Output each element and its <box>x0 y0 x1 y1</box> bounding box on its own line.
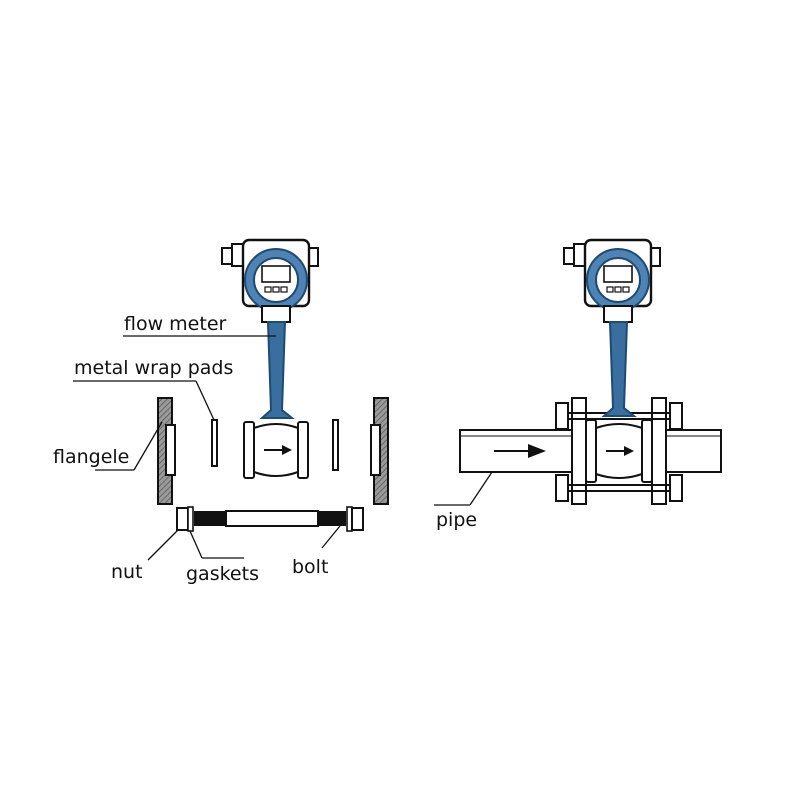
flow-meter-stem-right <box>601 321 637 417</box>
flow-meter-body-right <box>585 419 653 483</box>
bolt-assembly <box>176 506 364 532</box>
arrow-right-icon <box>606 446 634 456</box>
label-pipe: pipe <box>436 509 477 531</box>
arrow-right-icon <box>264 445 292 455</box>
flange-left <box>157 397 176 505</box>
flow-meter-stem-left <box>259 321 295 419</box>
label-bolt: bolt <box>292 556 328 578</box>
nut-right <box>351 507 364 531</box>
label-metal-wrap-pads: metal wrap pads <box>74 357 233 379</box>
installed-bolts <box>555 402 683 502</box>
leader-lines-left <box>73 335 341 561</box>
label-gaskets: gaskets <box>186 563 259 585</box>
bolt-thread-left <box>194 511 226 526</box>
label-nut: nut <box>111 561 143 583</box>
label-flangele: flangele <box>53 446 129 468</box>
exploded-view: flow meter metal wrap pads flangele nut … <box>53 238 389 585</box>
bolt-thread-right <box>318 511 346 526</box>
bolt-shank <box>225 510 319 527</box>
label-flow-meter: flow meter <box>124 313 227 335</box>
flange-right <box>370 397 389 505</box>
metal-wrap-pad-right <box>332 419 339 471</box>
installed-view: pipe <box>434 238 722 531</box>
nut-left <box>176 507 189 531</box>
pipe-flow-arrow-icon <box>494 444 546 458</box>
leader-line-pipe <box>469 471 493 506</box>
flow-meter-transmitter-right <box>563 238 661 323</box>
gasket-left <box>187 506 194 532</box>
flow-meter-transmitter-left <box>221 238 319 323</box>
metal-wrap-pad-left <box>211 419 218 467</box>
